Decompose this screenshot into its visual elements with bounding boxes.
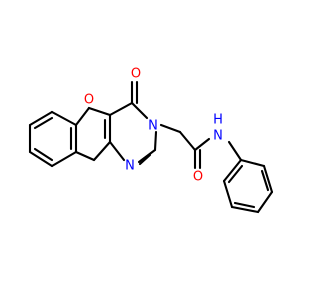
bond <box>227 140 243 162</box>
atom-n-ring-1: N <box>125 159 135 174</box>
bond <box>108 101 134 117</box>
bond <box>137 148 157 164</box>
bond <box>239 158 266 168</box>
double-bond-inner <box>33 147 54 162</box>
bond <box>153 130 158 152</box>
bond <box>28 150 54 168</box>
bond <box>130 101 149 120</box>
bond <box>50 110 78 127</box>
bond <box>230 205 260 214</box>
acetamide-chain <box>159 123 243 170</box>
atom-labels: O O N N O N H <box>84 67 223 185</box>
bond <box>28 110 54 127</box>
bond <box>222 158 243 183</box>
bond <box>74 150 96 162</box>
furan-ring <box>74 106 112 162</box>
double-bond-inner <box>138 153 152 166</box>
pyrimidinone-ring <box>108 80 158 166</box>
atom-n-ring-3: N <box>148 119 158 134</box>
bond <box>193 137 211 152</box>
molecule-canvas: O O N N O N H <box>28 67 274 214</box>
atom-n-amide: N <box>213 129 223 144</box>
atom-h-amide: H <box>213 113 223 128</box>
bond <box>159 123 182 134</box>
benzene-ring-left <box>28 110 78 168</box>
double-bond-inner <box>227 164 244 184</box>
bond <box>50 150 78 168</box>
atom-o-carbonyl: O <box>131 67 141 82</box>
bond <box>178 130 197 152</box>
bond <box>87 106 112 117</box>
bond <box>92 140 112 162</box>
bond <box>222 179 234 209</box>
atom-o-furan: O <box>84 93 94 108</box>
structure-diagram: O O N N O N H <box>28 67 274 214</box>
double-bond-inner <box>233 201 256 209</box>
bond <box>256 190 274 214</box>
bond <box>108 140 126 162</box>
double-bond-inner <box>260 169 270 192</box>
phenyl-ring-right <box>222 158 274 214</box>
double-bond-inner <box>33 116 54 130</box>
bond <box>262 164 274 194</box>
bond <box>74 106 91 127</box>
atom-o-amide: O <box>193 170 203 185</box>
